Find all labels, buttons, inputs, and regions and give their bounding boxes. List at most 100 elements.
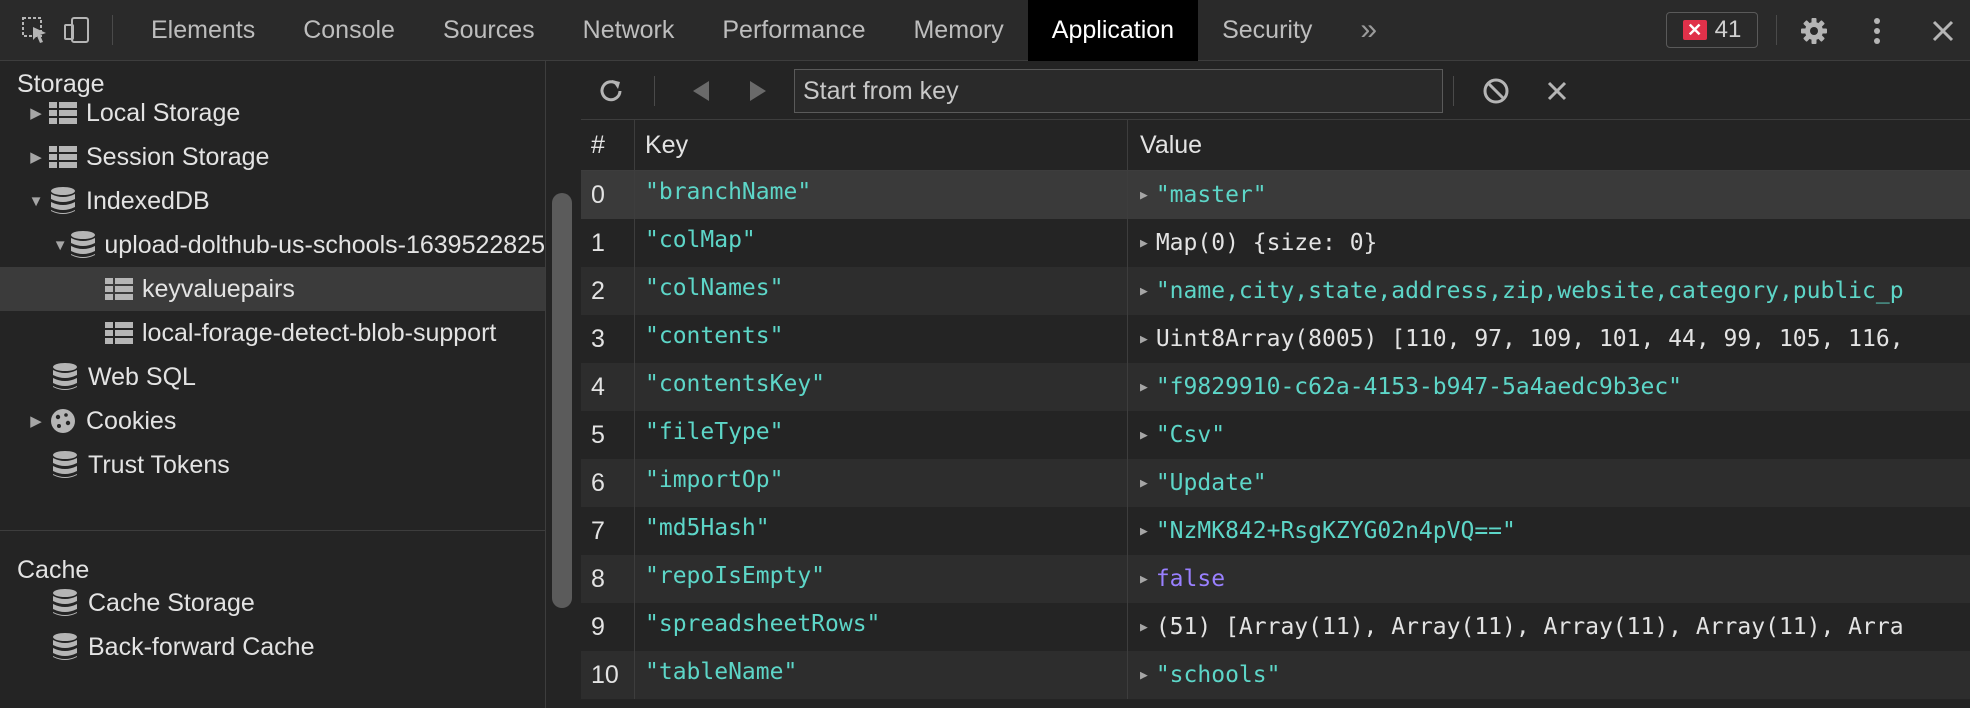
expand-arrow-icon[interactable]: ▶ (30, 413, 42, 430)
table-row[interactable]: 6 "importOp" ▶"Update" (581, 459, 1970, 507)
cookie-icon (48, 399, 78, 443)
row-number: 10 (581, 651, 635, 699)
close-devtools-icon[interactable] (1922, 0, 1964, 61)
column-header-value[interactable]: Value (1140, 130, 1203, 159)
sidebar-scrollbar[interactable] (552, 193, 572, 608)
tab-memory[interactable]: Memory (913, 15, 1004, 44)
row-value: Map(0) {size: 0} (1155, 230, 1378, 256)
sidebar-item-web-sql[interactable]: Web SQL (0, 355, 545, 399)
collapse-arrow-icon[interactable]: ▼ (52, 236, 68, 254)
more-tabs-button[interactable]: » (1360, 13, 1378, 46)
next-page-icon[interactable] (738, 71, 778, 111)
table-row[interactable]: 0 "branchName" ▶"master" (581, 171, 1970, 219)
database-icon (50, 581, 80, 625)
table-row[interactable]: 8 "repoIsEmpty" ▶false (581, 555, 1970, 603)
row-key: "colMap" (635, 219, 1128, 267)
column-header-key[interactable]: Key (635, 120, 1128, 170)
storage-section-title: Storage (17, 70, 105, 98)
row-value-cell: ▶"schools" (1128, 651, 1970, 699)
expand-arrow-icon[interactable]: ▶ (1140, 571, 1148, 587)
application-sidebar: Storage ▶ Local Storage ▶ Session Storag… (0, 61, 546, 708)
expand-arrow-icon[interactable]: ▶ (1140, 523, 1148, 539)
row-value: (51) [Array(11), Array(11), Array(11), A… (1155, 614, 1904, 640)
table-row[interactable]: 3 "contents" ▶Uint8Array(8005) [110, 97,… (581, 315, 1970, 363)
table-grid-icon (48, 135, 78, 179)
sidebar-item-label: local-forage-detect-blob-support (142, 318, 497, 347)
toolbar-separator (1776, 15, 1777, 45)
error-icon: ✕ (1682, 20, 1707, 40)
device-toolbar-icon[interactable] (56, 0, 98, 61)
indexeddb-store-view: # Key Value 0 "branchName" ▶"master" 1 "… (581, 61, 1970, 708)
expand-arrow-icon[interactable]: ▶ (1140, 235, 1148, 251)
tab-security[interactable]: Security (1222, 15, 1313, 44)
inspect-element-icon[interactable] (14, 0, 56, 61)
expand-arrow-icon[interactable]: ▶ (1140, 187, 1148, 203)
collapse-arrow-icon[interactable]: ▼ (28, 192, 44, 210)
sidebar-item-keyvaluepairs[interactable]: keyvaluepairs (0, 267, 545, 311)
row-number: 5 (581, 411, 635, 459)
store-toolbar (581, 61, 1970, 120)
sidebar-item-trust-tokens[interactable]: Trust Tokens (0, 443, 545, 487)
sidebar-item-indexeddb[interactable]: ▼ IndexedDB (0, 179, 545, 223)
row-value-cell: ▶ Uint8Array(8005) [110, 97, 109, 101, 44… (1128, 315, 1970, 363)
expand-arrow-icon[interactable]: ▶ (1140, 475, 1148, 491)
table-row[interactable]: 5 "fileType" ▶"Csv" (581, 411, 1970, 459)
expand-arrow-icon[interactable]: ▶ (1140, 619, 1148, 635)
row-key: "contentsKey" (635, 363, 1128, 411)
expand-arrow-icon[interactable]: ▶ (1140, 379, 1148, 395)
kebab-menu-icon[interactable] (1856, 0, 1898, 61)
expand-arrow-icon[interactable]: ▶ (30, 149, 42, 166)
sidebar-item-back-forward-cache[interactable]: Back-forward Cache (0, 625, 545, 669)
sidebar-item-database[interactable]: ▼ upload-dolthub-us-schools-1639522825 (0, 223, 545, 267)
expand-arrow-icon[interactable]: ▶ (1140, 427, 1148, 443)
row-value: "master" (1155, 182, 1267, 208)
sidebar-item-local-storage[interactable]: ▶ Local Storage (0, 91, 545, 135)
sidebar-item-cache-storage[interactable]: Cache Storage (0, 581, 545, 625)
refresh-icon[interactable] (591, 71, 631, 111)
sidebar-item-label: upload-dolthub-us-schools-1639522825 (104, 230, 545, 259)
table-row[interactable]: 7 "md5Hash" ▶"NzMK842+RsgKZYG02n4pVQ==" (581, 507, 1970, 555)
sidebar-item-label: Back-forward Cache (88, 632, 315, 661)
row-value: "Csv" (1155, 422, 1226, 448)
row-number: 6 (581, 459, 635, 507)
row-value-cell: ▶ "master" (1128, 171, 1970, 219)
tab-sources[interactable]: Sources (442, 15, 535, 44)
table-row[interactable]: 2 "colNames" ▶"name,city,state,address,z… (581, 267, 1970, 315)
section-divider (0, 530, 545, 531)
sidebar-item-label: Web SQL (88, 362, 196, 391)
error-count-badge[interactable]: ✕ 41 (1666, 12, 1758, 48)
tab-performance[interactable]: Performance (722, 15, 866, 44)
toolbar-separator (654, 76, 655, 106)
tab-network[interactable]: Network (582, 15, 675, 44)
column-header-num[interactable]: # (581, 120, 635, 170)
expand-arrow-icon[interactable]: ▶ (1140, 283, 1148, 299)
settings-gear-icon[interactable] (1793, 0, 1835, 61)
tab-application[interactable]: Application (1027, 0, 1199, 61)
row-number: 1 (581, 219, 635, 267)
row-key: "repoIsEmpty" (635, 555, 1128, 603)
clear-object-store-icon[interactable] (1476, 71, 1516, 111)
table-row[interactable]: 1 "colMap" ▶ Map(0) {size: 0} (581, 219, 1970, 267)
table-row[interactable]: 9 "spreadsheetRows" ▶(51) [Array(11), Ar… (581, 603, 1970, 651)
tab-console[interactable]: Console (303, 15, 395, 44)
expand-arrow-icon[interactable]: ▶ (30, 105, 42, 122)
row-value: "Update" (1155, 470, 1267, 496)
cache-section-title: Cache (17, 556, 90, 584)
previous-page-icon[interactable] (681, 71, 721, 111)
table-header-row: # Key Value (581, 120, 1970, 171)
start-from-key-input[interactable] (794, 69, 1443, 113)
sidebar-item-session-storage[interactable]: ▶ Session Storage (0, 135, 545, 179)
table-row[interactable]: 10 "tableName" ▶"schools" (581, 651, 1970, 699)
sidebar-item-cookies[interactable]: ▶ Cookies (0, 399, 545, 443)
row-value: Uint8Array(8005) [110, 97, 109, 101, 44,… (1155, 326, 1904, 352)
tab-elements[interactable]: Elements (151, 15, 256, 44)
row-key: "branchName" (635, 171, 1128, 219)
expand-arrow-icon[interactable]: ▶ (1140, 667, 1148, 683)
expand-arrow-icon[interactable]: ▶ (1140, 331, 1148, 347)
table-row[interactable]: 4 "contentsKey" ▶"f9829910-c62a-4153-b94… (581, 363, 1970, 411)
delete-selected-icon[interactable] (1537, 71, 1577, 111)
sidebar-item-blob-support[interactable]: local-forage-detect-blob-support (0, 311, 545, 355)
sidebar-item-label: Session Storage (86, 142, 270, 171)
table-grid-icon (104, 267, 134, 311)
row-key: "contents" (635, 315, 1128, 363)
